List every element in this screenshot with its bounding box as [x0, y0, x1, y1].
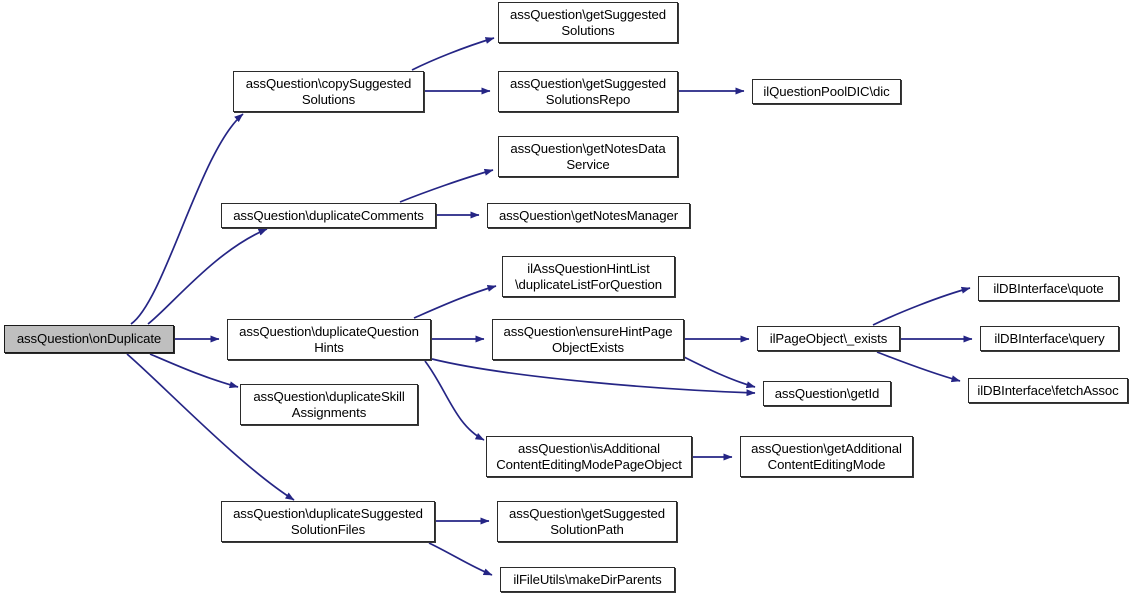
graph-node-pageObjectExists[interactable]: ilPageObject\_exists [757, 326, 900, 351]
graph-node-label: assQuestion\getSuggested SolutionPath [509, 506, 665, 537]
graph-node-label: assQuestion\getNotesManager [498, 207, 679, 223]
graph-node-label: assQuestion\getSuggested SolutionsRepo [510, 76, 666, 107]
graph-edge-duplicateQuestionHints-to-isAdditionalContentEditingModePageObject [424, 360, 485, 441]
graph-node-label: ilDBInterface\query [994, 330, 1105, 346]
graph-edge-duplicateSuggestedSolutionFiles-to-makeDirParents [428, 542, 493, 576]
graph-node-ensureHintPageObjectExists[interactable]: assQuestion\ensureHintPage ObjectExists [492, 319, 684, 360]
graph-edge-onDuplicate-to-duplicateSkillAssignments [149, 353, 239, 389]
graph-node-duplicateComments[interactable]: assQuestion\duplicateComments [221, 203, 436, 228]
graph-edge-duplicateQuestionHints-to-duplicateListForQuestion [413, 284, 497, 319]
graph-node-label: assQuestion\getNotesData Service [510, 141, 666, 172]
graph-node-duplicateSuggestedSolutionFiles[interactable]: assQuestion\duplicateSuggested SolutionF… [221, 501, 435, 542]
graph-node-label: ilQuestionPoolDIC\dic [763, 83, 890, 99]
graph-node-label: assQuestion\isAdditional ContentEditingM… [496, 441, 682, 472]
graph-node-label: assQuestion\getAdditional ContentEditing… [751, 441, 902, 472]
graph-node-label: ilPageObject\_exists [769, 330, 888, 346]
graph-node-isAdditionalContentEditingModePageObject[interactable]: assQuestion\isAdditional ContentEditingM… [486, 436, 692, 477]
graph-node-query[interactable]: ilDBInterface\query [980, 326, 1119, 351]
graph-node-label: ilAssQuestionHintList \duplicateListForQ… [514, 261, 663, 292]
graph-edge-duplicateQuestionHints-to-getId [431, 358, 756, 397]
graph-edge-pageObjectExists-to-quote [872, 286, 971, 326]
graph-node-onDuplicate[interactable]: assQuestion\onDuplicate [4, 325, 174, 353]
graph-node-label: assQuestion\onDuplicate [16, 331, 162, 347]
graph-node-getNotesDataService[interactable]: assQuestion\getNotesData Service [498, 136, 678, 177]
graph-edge-onDuplicate-to-duplicateSuggestedSolutionFiles [126, 353, 295, 501]
graph-node-duplicateQuestionHints[interactable]: assQuestion\duplicateQuestion Hints [227, 319, 431, 360]
graph-node-getNotesManager[interactable]: assQuestion\getNotesManager [487, 203, 690, 228]
graph-node-getSuggestedSolutions[interactable]: assQuestion\getSuggested Solutions [498, 2, 678, 43]
graph-edge-pageObjectExists-to-fetchAssoc [876, 351, 961, 383]
graph-node-label: assQuestion\duplicateComments [233, 207, 424, 223]
graph-edge-onDuplicate-to-duplicateComments [147, 228, 268, 325]
graph-node-label: assQuestion\duplicateSkill Assignments [253, 389, 405, 420]
graph-node-getSuggestedSolutionPath[interactable]: assQuestion\getSuggested SolutionPath [497, 501, 677, 542]
graph-node-label: ilFileUtils\makeDirParents [513, 571, 662, 587]
graph-node-duplicateSkillAssignments[interactable]: assQuestion\duplicateSkill Assignments [240, 384, 418, 425]
graph-node-dic[interactable]: ilQuestionPoolDIC\dic [752, 79, 901, 104]
graph-edge-duplicateComments-to-getNotesDataService [399, 168, 494, 203]
graph-node-getSuggestedSolutionsRepo[interactable]: assQuestion\getSuggested SolutionsRepo [498, 71, 678, 112]
graph-node-label: assQuestion\ensureHintPage ObjectExists [503, 324, 673, 355]
graph-edge-ensureHintPageObjectExists-to-getId [683, 356, 756, 389]
graph-node-label: assQuestion\duplicateQuestion Hints [239, 324, 419, 355]
graph-node-label: assQuestion\getSuggested Solutions [510, 7, 666, 38]
graph-node-label: assQuestion\copySuggested Solutions [245, 76, 412, 107]
graph-node-label: assQuestion\getId [774, 385, 880, 401]
graph-edge-copySuggestedSolutions-to-getSuggestedSolutions [411, 37, 495, 71]
graph-node-label: assQuestion\duplicateSuggested SolutionF… [233, 506, 423, 537]
graph-node-fetchAssoc[interactable]: ilDBInterface\fetchAssoc [968, 378, 1128, 403]
graph-node-copySuggestedSolutions[interactable]: assQuestion\copySuggested Solutions [233, 71, 424, 112]
graph-node-label: ilDBInterface\fetchAssoc [977, 382, 1119, 398]
graph-node-quote[interactable]: ilDBInterface\quote [978, 276, 1119, 301]
graph-node-getId[interactable]: assQuestion\getId [763, 381, 891, 406]
graph-node-duplicateListForQuestion[interactable]: ilAssQuestionHintList \duplicateListForQ… [502, 256, 675, 297]
graph-node-getAdditionalContentEditingMode[interactable]: assQuestion\getAdditional ContentEditing… [740, 436, 913, 477]
graph-node-label: ilDBInterface\quote [993, 280, 1104, 296]
graph-node-makeDirParents[interactable]: ilFileUtils\makeDirParents [500, 567, 675, 592]
